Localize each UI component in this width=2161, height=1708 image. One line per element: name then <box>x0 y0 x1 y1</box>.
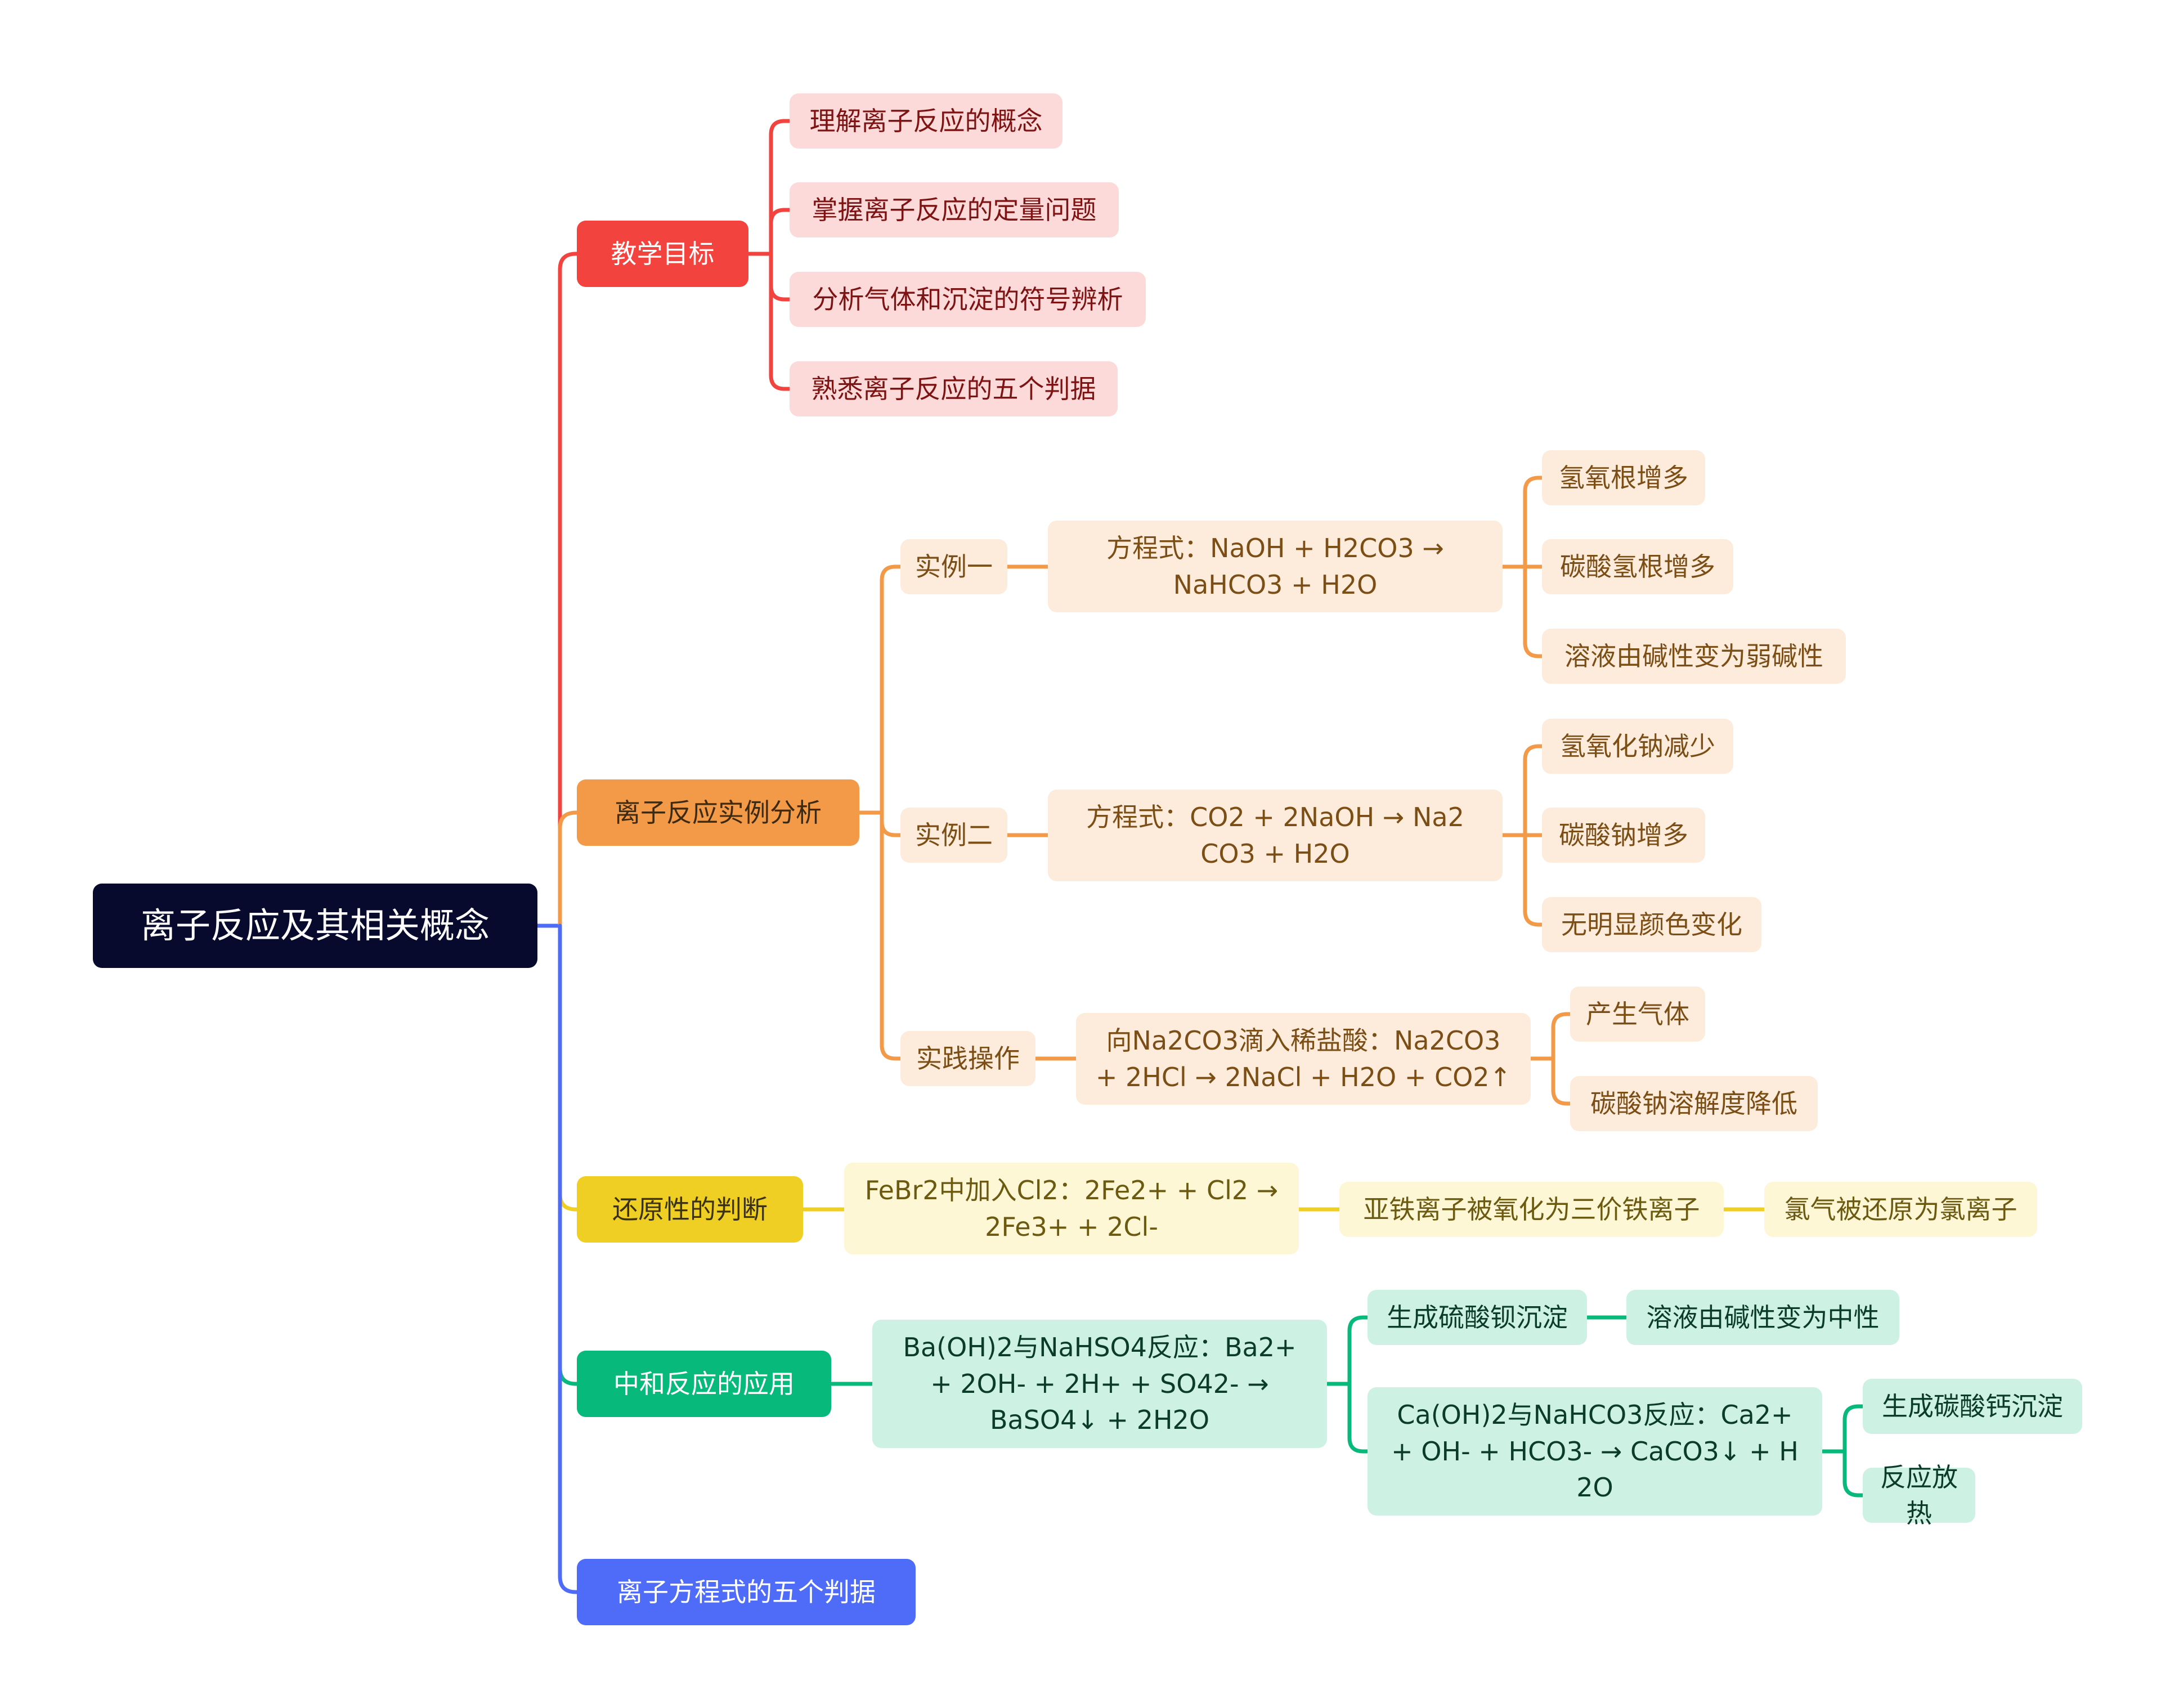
root-leg <box>558 924 579 1386</box>
practice-equation[interactable]: 向Na2CO3滴入稀盐酸：Na2CO3 + 2HCl → 2NaCl + H2O… <box>1076 1013 1531 1105</box>
practice-result[interactable]: 产生气体 <box>1570 987 1705 1042</box>
neutralization-equation-ca[interactable]: Ca(OH)2与NaHCO3反应：Ca2+ + OH- + HCO3- → Ca… <box>1368 1387 1822 1516</box>
practice-results-leg <box>1551 1056 1572 1106</box>
practice-result[interactable]: 碳酸钠溶解度降低 <box>1570 1076 1818 1131</box>
goal-item[interactable]: 熟悉离子反应的五个判据 <box>790 361 1118 416</box>
root-leg <box>558 810 579 928</box>
goals-leg <box>769 208 792 256</box>
ex1-results-leg <box>1523 476 1544 569</box>
neutralization-split-leg <box>1347 1315 1370 1386</box>
neutralization-precipitate[interactable]: 生成硫酸钡沉淀 <box>1368 1290 1587 1345</box>
neutralization-split-leg <box>1347 1382 1370 1454</box>
practice-results-leg <box>1551 1012 1572 1061</box>
branch-neutralization[interactable]: 中和反应的应用 <box>577 1351 831 1417</box>
neutralization-neutral[interactable]: 溶液由碱性变为中性 <box>1626 1290 1899 1345</box>
branch-reduction-judgement[interactable]: 还原性的判断 <box>577 1176 803 1243</box>
root-node[interactable]: 离子反应及其相关概念 <box>93 884 537 968</box>
example-two-result[interactable]: 碳酸钠增多 <box>1542 808 1705 863</box>
example-one-result[interactable]: 氢氧根增多 <box>1542 450 1705 505</box>
examples-leg <box>880 564 903 815</box>
ex2-results-leg <box>1523 833 1544 927</box>
practice-label[interactable]: 实践操作 <box>900 1031 1035 1086</box>
root-leg <box>558 924 579 1594</box>
neutralization-result-ca[interactable]: 反应放热 <box>1863 1462 1975 1528</box>
example-two-equation[interactable]: 方程式：CO2 + 2NaOH → Na2 CO3 + H2O <box>1048 790 1503 881</box>
example-one-result[interactable]: 碳酸氢根增多 <box>1542 539 1733 594</box>
reduction-result-reduced[interactable]: 氯气被还原为氯离子 <box>1764 1182 2037 1237</box>
root-leg <box>558 924 579 1212</box>
neutralization-ca-results-leg <box>1842 1404 1865 1454</box>
examples-leg <box>880 810 903 837</box>
neutralization-result-ca[interactable]: 生成碳酸钙沉淀 <box>1863 1379 2082 1434</box>
example-two-label[interactable]: 实例二 <box>900 808 1007 863</box>
ex2-results-leg <box>1523 744 1544 837</box>
example-two-result[interactable]: 氢氧化钠减少 <box>1542 719 1733 774</box>
example-one-label[interactable]: 实例一 <box>900 539 1007 594</box>
example-one-equation[interactable]: 方程式：NaOH + H2CO3 → NaHCO3 + H2O <box>1048 521 1503 612</box>
branch-example-analysis[interactable]: 离子反应实例分析 <box>577 779 859 846</box>
reduction-result-oxidized[interactable]: 亚铁离子被氧化为三价铁离子 <box>1339 1182 1724 1237</box>
goals-leg <box>769 252 792 391</box>
ex1-results-leg <box>1523 564 1544 658</box>
goals-leg <box>769 119 792 256</box>
goal-item[interactable]: 掌握离子反应的定量问题 <box>790 182 1119 237</box>
example-one-result[interactable]: 溶液由碱性变为弱碱性 <box>1542 629 1846 684</box>
goals-leg <box>769 252 792 302</box>
examples-leg <box>880 810 903 1061</box>
neutralization-equation-ba[interactable]: Ba(OH)2与NaHSO4反应：Ba2+ + 2OH- + 2H+ + SO4… <box>872 1320 1327 1448</box>
root-leg <box>558 252 579 928</box>
example-two-result[interactable]: 无明显颜色变化 <box>1542 897 1761 952</box>
goal-item[interactable]: 理解离子反应的概念 <box>790 93 1062 149</box>
neutralization-ca-results-leg <box>1842 1449 1865 1498</box>
reduction-equation[interactable]: FeBr2中加入Cl2：2Fe2+ + Cl2 → 2Fe3+ + 2Cl- <box>844 1163 1299 1254</box>
goal-item[interactable]: 分析气体和沉淀的符号辨析 <box>790 272 1146 327</box>
branch-teaching-goals[interactable]: 教学目标 <box>577 221 748 287</box>
branch-five-criteria[interactable]: 离子方程式的五个判据 <box>577 1559 916 1625</box>
